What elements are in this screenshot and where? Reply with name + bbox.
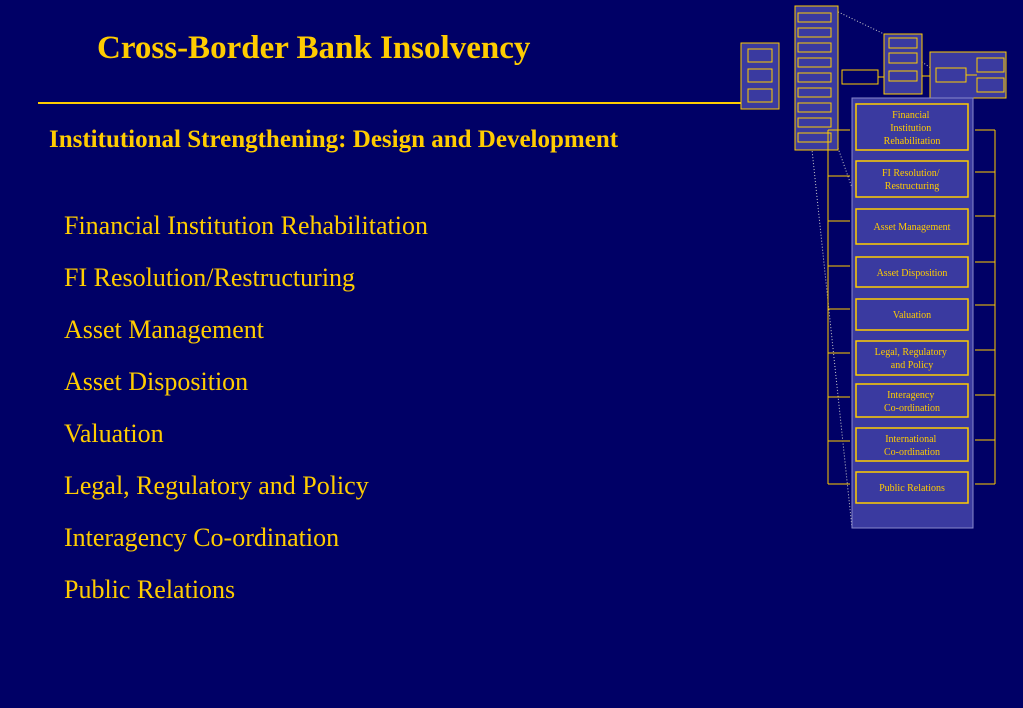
list-item: Legal, Regulatory and Policy (64, 471, 369, 500)
box-financial-institution-rehabilitation: Financial Institution Rehabilitation (884, 110, 941, 147)
detail-panel (851, 97, 974, 529)
right-bracket (975, 129, 996, 485)
box-asset-management: Asset Management (874, 222, 951, 233)
slide-title: Cross-Border Bank Insolvency (97, 30, 531, 66)
list-item: Valuation (64, 419, 164, 448)
box-interagency-coordination: Interagency Co-ordination (884, 390, 940, 414)
list-item: FI Resolution/Restructuring (64, 263, 356, 292)
list-item: Asset Disposition (64, 367, 249, 396)
box-valuation: Valuation (893, 310, 931, 321)
list-item: Asset Management (64, 315, 265, 344)
box-fi-resolution: FI Resolution/ Restructuring (882, 168, 942, 192)
left-bracket (827, 129, 850, 485)
slide-subtitle: Institutional Strengthening: Design and … (49, 126, 619, 153)
list-item: Interagency Co-ordination (64, 523, 340, 552)
list-item: Financial Institution Rehabilitation (64, 211, 428, 240)
topic-list: Financial Institution Rehabilitation FI … (64, 208, 428, 624)
box-asset-disposition: Asset Disposition (877, 268, 948, 279)
box-international-coordination: International Co-ordination (884, 434, 940, 458)
overview-thumbnail (740, 5, 1007, 151)
title-divider (38, 102, 750, 104)
detail-boxes (855, 103, 969, 504)
list-item: Public Relations (64, 575, 236, 604)
box-legal-regulatory-policy: Legal, Regulatory and Policy (875, 347, 950, 371)
box-public-relations: Public Relations (879, 483, 945, 494)
